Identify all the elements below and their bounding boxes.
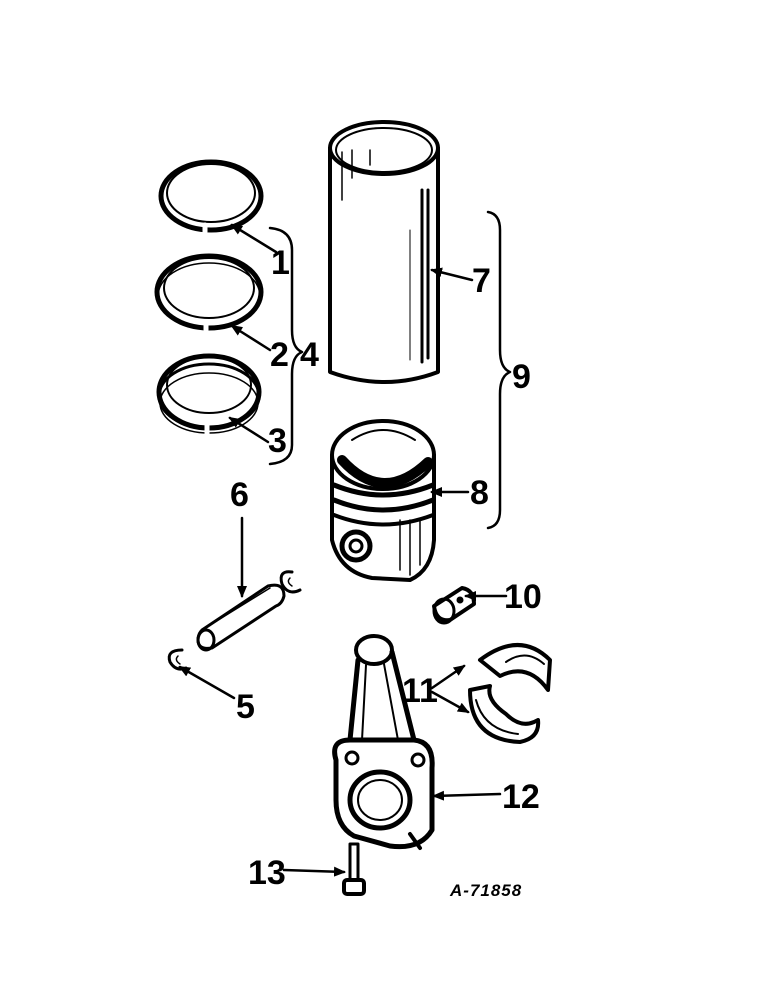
leader-lines: [178, 223, 508, 877]
leader-5: [178, 665, 236, 700]
callout-1: 1: [271, 244, 290, 282]
callout-8: 8: [470, 474, 489, 512]
bracket-cylinder-kit: [486, 210, 512, 530]
piston-ring-2: [154, 253, 264, 333]
leader-1: [230, 223, 278, 254]
callout-11: 11: [402, 672, 438, 710]
rod-bearing-upper: [478, 643, 552, 692]
piston-pin: [196, 583, 286, 652]
leader-11b: [430, 690, 470, 714]
callout-6: 6: [230, 476, 249, 514]
leader-12: [432, 790, 502, 801]
connecting-rod: [332, 634, 435, 850]
leader-11a: [430, 664, 466, 690]
callout-7: 7: [472, 262, 491, 300]
figure-reference: A-71858: [449, 881, 522, 900]
callout-2: 2: [270, 336, 289, 374]
piston: [330, 419, 436, 582]
leader-13: [282, 866, 346, 877]
rod-bearing-lower: [468, 684, 541, 744]
leader-7: [430, 267, 474, 282]
cylinder-sleeve: [328, 120, 440, 384]
leader-2: [230, 324, 272, 352]
callout-4: 4: [300, 336, 319, 374]
leader-3: [228, 416, 270, 444]
callout-10: 10: [504, 578, 542, 616]
callout-12: 12: [502, 778, 540, 816]
bracket-ring-set: [268, 226, 304, 466]
pin-bushing: [432, 586, 476, 625]
callout-5: 5: [236, 688, 255, 726]
piston-ring-1: [158, 159, 264, 235]
callout-9: 9: [512, 358, 531, 396]
pin-retainer-upper: [279, 570, 302, 594]
piston-ring-3: [156, 353, 262, 437]
callout-13: 13: [248, 854, 286, 892]
callout-3: 3: [268, 422, 287, 460]
connecting-rod-bolt: [342, 842, 366, 896]
pin-retainer-lower: [167, 648, 188, 671]
